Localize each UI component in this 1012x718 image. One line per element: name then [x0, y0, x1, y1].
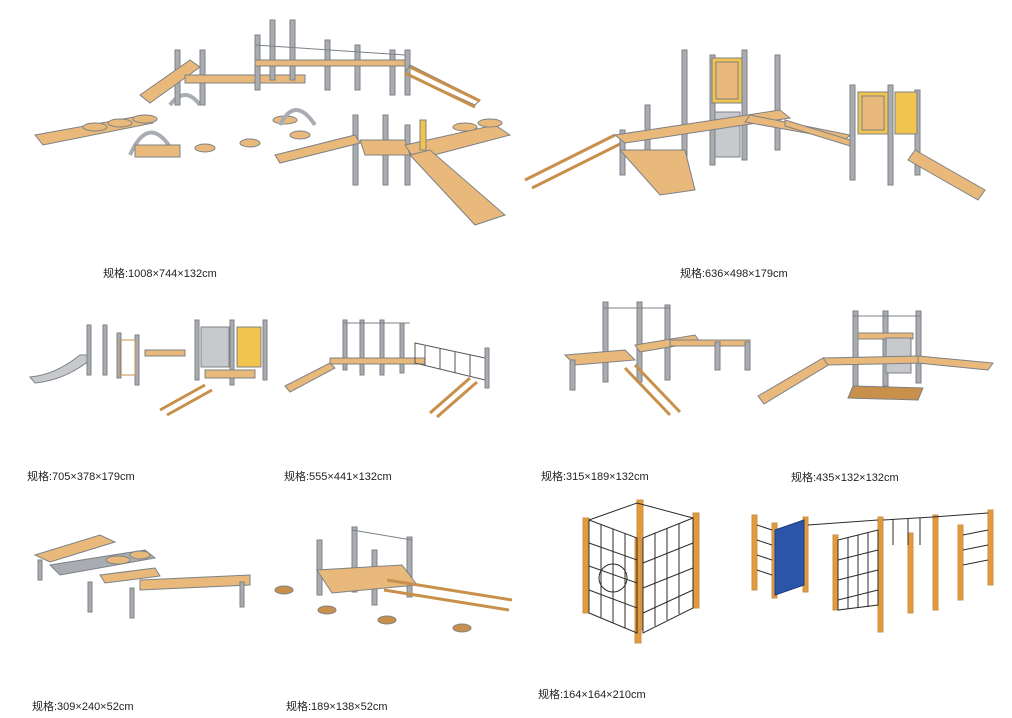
product-6-spec: 规格:435×132×132cm [791, 472, 899, 484]
product-3-spec: 规格:705×378×179cm [27, 471, 135, 483]
product-6-illustration [757, 310, 994, 405]
product-4-spec: 规格:555×441×132cm [284, 471, 392, 483]
product-1-illustration [34, 19, 512, 226]
product-4 [284, 318, 515, 419]
product-6 [757, 308, 998, 413]
product-2-spec: 规格:636×498×179cm [680, 268, 788, 280]
product-10 [748, 505, 998, 640]
product-2-illustration [524, 49, 986, 201]
product-5 [563, 300, 755, 420]
product-7 [30, 520, 255, 625]
product-3 [25, 315, 275, 417]
product-1 [25, 15, 515, 240]
product-5-illustration [563, 301, 751, 417]
product-9 [575, 498, 705, 648]
product-3-illustration [28, 319, 268, 417]
product-4-illustration [284, 319, 490, 419]
product-7-illustration [33, 534, 251, 619]
product-5-spec: 规格:315×189×132cm [541, 471, 649, 483]
product-9-spec: 规格:164×164×210cm [538, 689, 646, 701]
product-1-spec: 规格:1008×744×132cm [103, 268, 217, 280]
product-2 [520, 40, 1000, 210]
product-7-spec: 规格:309×240×52cm [32, 701, 134, 713]
product-8-illustration [274, 526, 513, 633]
product-8-spec: 规格:189×138×52cm [286, 701, 388, 713]
product-8 [272, 525, 517, 635]
product-10-illustration [751, 509, 994, 633]
product-9-illustration [582, 499, 700, 644]
